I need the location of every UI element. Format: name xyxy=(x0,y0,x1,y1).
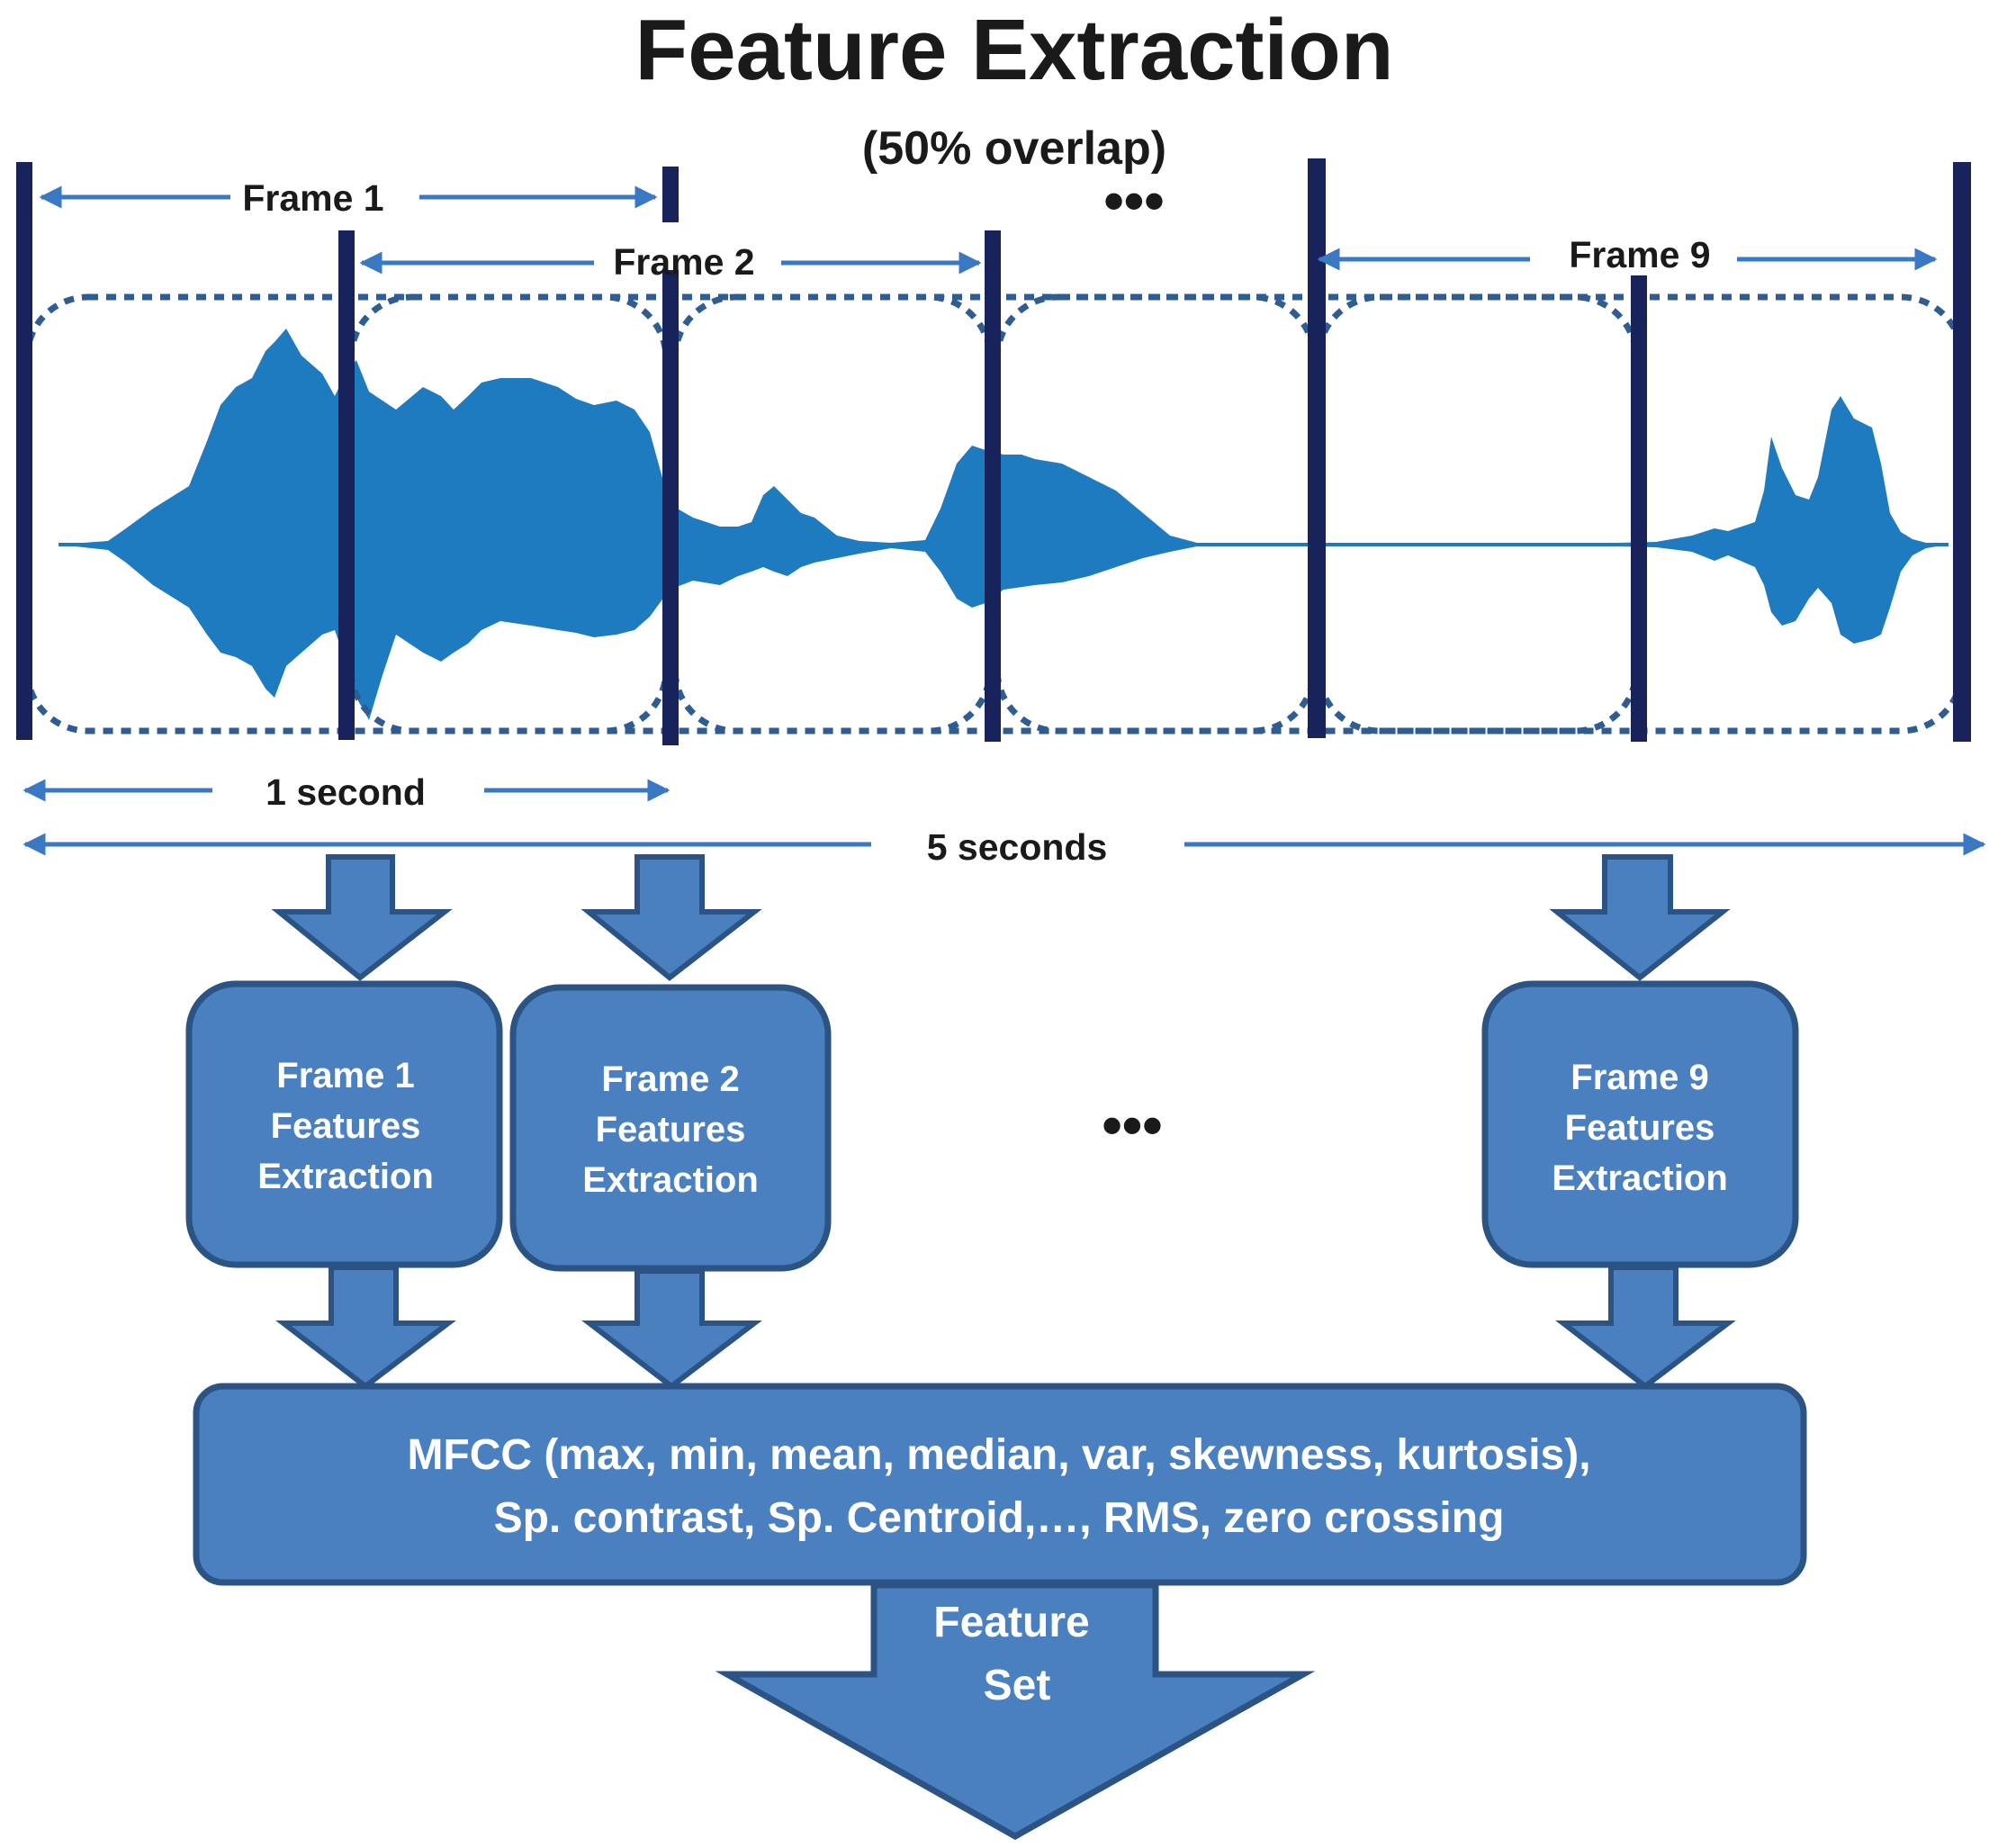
audio-waveform xyxy=(58,329,1948,720)
box-2-line-2: Features xyxy=(596,1110,746,1149)
five-seconds-label: 5 seconds xyxy=(927,826,1108,868)
feature-set-line-2: Set xyxy=(984,1662,1051,1709)
box-2-line-1: Frame 2 xyxy=(601,1059,739,1099)
box-9-line-1: Frame 9 xyxy=(1570,1058,1708,1097)
down-arrow-frame-1 xyxy=(271,854,453,981)
frame-feature-boxes xyxy=(185,980,1799,1272)
feature-set-output-arrow xyxy=(715,1582,1316,1841)
down-arrow-frame-2 xyxy=(580,854,762,981)
features-list-line-2: Sp. contrast, Sp. Centroid,…, RMS, zero … xyxy=(494,1494,1505,1542)
frame-marker xyxy=(1953,162,1971,742)
box-1-line-2: Features xyxy=(271,1106,421,1146)
one-second-label: 1 second xyxy=(266,771,426,813)
frame-1-label: Frame 1 xyxy=(242,177,383,219)
box-2-line-3: Extraction xyxy=(582,1160,759,1200)
duration-arrows xyxy=(22,779,1986,856)
down-arrow-from-box-1 xyxy=(275,1265,456,1390)
frame-marker xyxy=(1631,275,1647,742)
down-arrow-from-box-2 xyxy=(581,1268,762,1390)
page-title: Feature Extraction xyxy=(635,2,1394,98)
frame-2-label: Frame 2 xyxy=(613,241,754,283)
input-block-arrows xyxy=(271,854,1731,981)
frame-marker xyxy=(662,167,679,222)
frame-9-label: Frame 9 xyxy=(1569,234,1710,275)
frame-marker xyxy=(16,162,32,740)
frame-marker xyxy=(662,270,679,745)
feature-set-line-1: Feature xyxy=(933,1599,1089,1646)
output-block-arrows xyxy=(275,1265,1736,1390)
frame-boundary-markers xyxy=(16,158,1971,745)
overlap-subtitle: (50% overlap) xyxy=(862,122,1166,175)
frame-marker xyxy=(985,230,1001,742)
box-9-line-2: Features xyxy=(1565,1108,1715,1148)
middle-ellipsis: ••• xyxy=(1102,1093,1162,1158)
frame-span-arrows xyxy=(39,185,1938,275)
frame-marker xyxy=(1308,158,1326,738)
top-ellipsis: ••• xyxy=(1103,168,1164,233)
down-arrow-from-box-9 xyxy=(1555,1265,1736,1390)
down-arrow-frame-9 xyxy=(1549,854,1731,981)
box-1-line-1: Frame 1 xyxy=(276,1056,414,1095)
box-1-line-3: Extraction xyxy=(257,1157,434,1196)
frame-marker xyxy=(338,230,355,740)
features-list-line-1: MFCC (max, min, mean, median, var, skewn… xyxy=(407,1431,1590,1479)
aggregated-features-box xyxy=(193,1383,1807,1586)
box-9-line-3: Extraction xyxy=(1552,1158,1728,1198)
